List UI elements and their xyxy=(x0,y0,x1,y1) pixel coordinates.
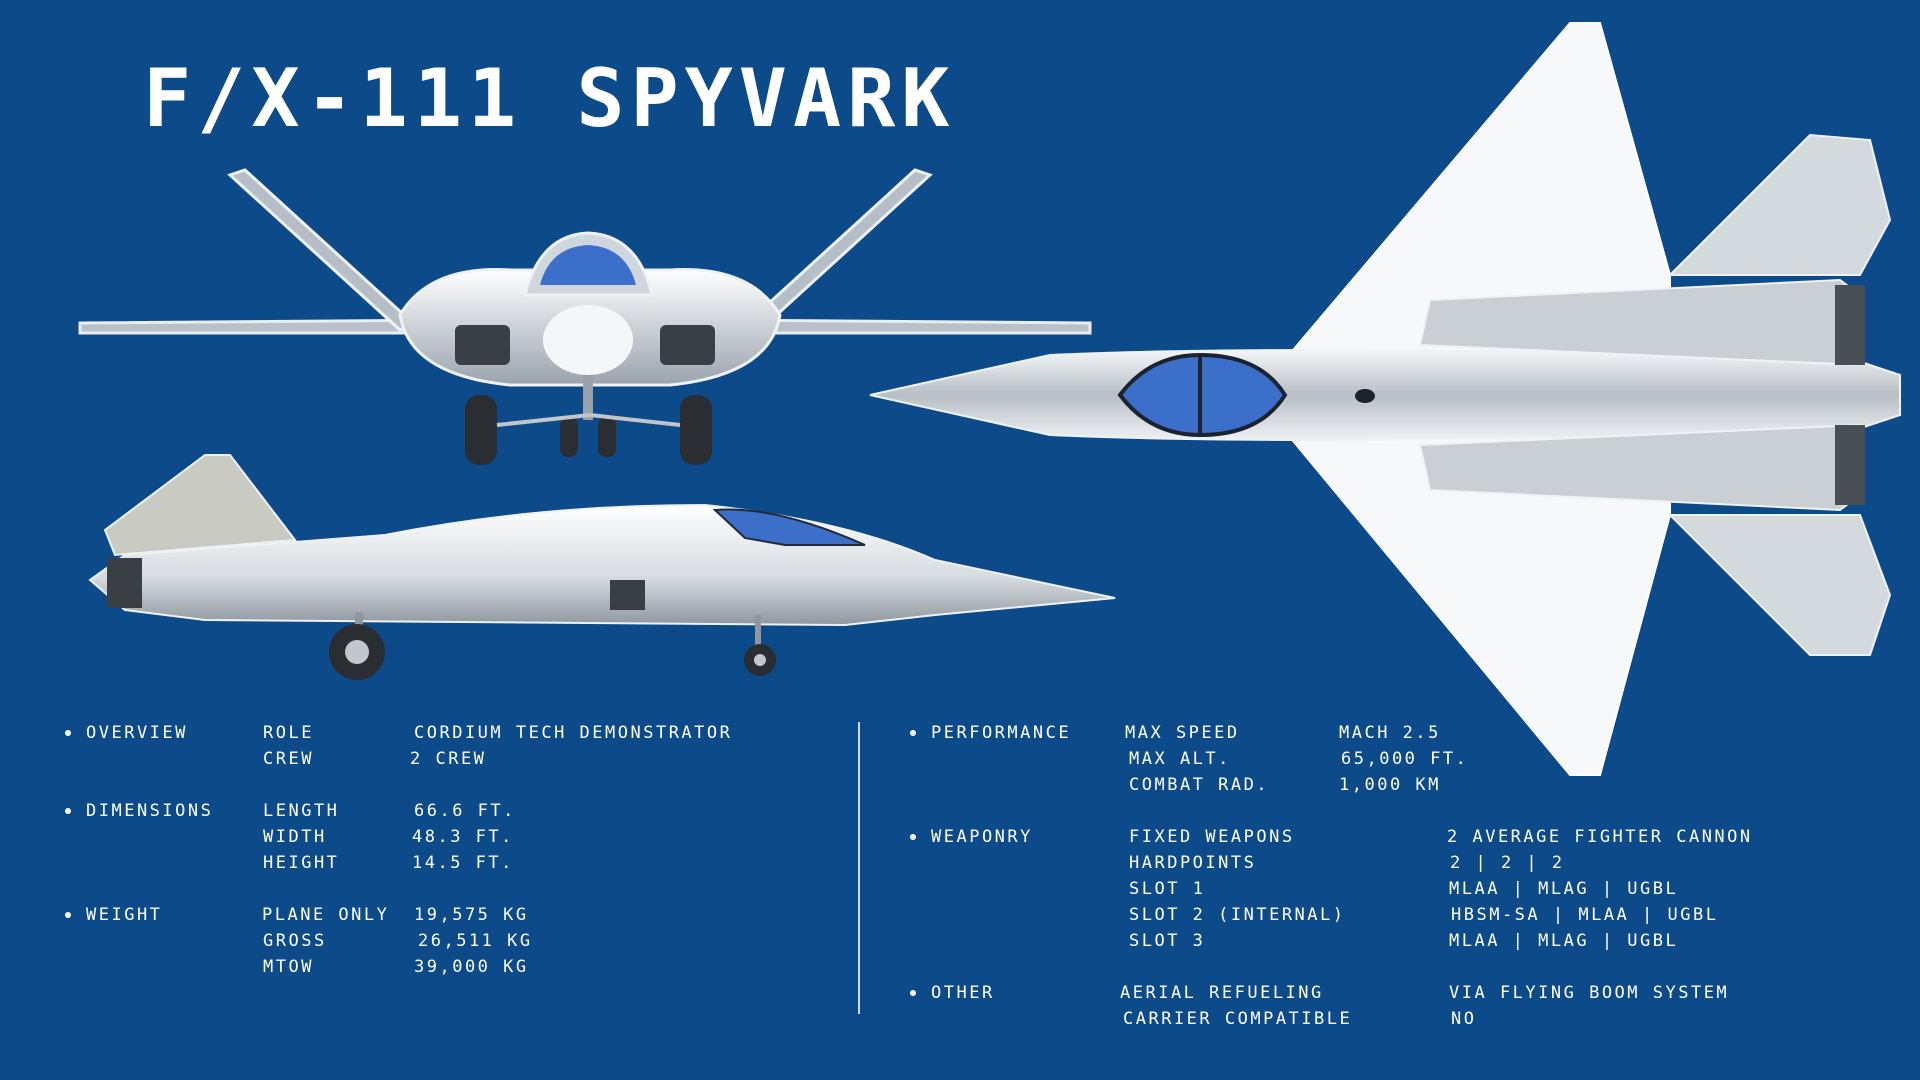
overview-label: OVERVIEW xyxy=(65,720,188,746)
mtow-value: 39,000 KG xyxy=(414,957,529,977)
slot-2-value: HBSM-SA | MLAA | UGBL xyxy=(1451,905,1719,925)
fixed-weapons-key: FIXED WEAPONS xyxy=(1129,827,1295,847)
hardpoints-value: 2 | 2 | 2 xyxy=(1450,853,1565,873)
crew-key: CREW xyxy=(263,749,314,769)
role-key: ROLE xyxy=(263,723,314,743)
plane-only-key: PLANE ONLY xyxy=(262,905,390,925)
slot-3-value: MLAA | MLAG | UGBL xyxy=(1449,931,1679,951)
width-value: 48.3 FT. xyxy=(412,827,514,847)
slot-1-key: SLOT 1 xyxy=(1129,879,1206,899)
weaponry-label: WEAPONRY xyxy=(910,824,1033,850)
max-alt-value: 65,000 FT. xyxy=(1341,749,1469,769)
max-speed-value: MACH 2.5 xyxy=(1339,723,1441,743)
weight-label: WEIGHT xyxy=(64,902,162,928)
gross-key: GROSS xyxy=(263,931,327,951)
front-view xyxy=(78,168,1092,465)
fixed-weapons-value: 2 AVERAGE FIGHTER CANNON xyxy=(1447,827,1753,847)
aerial-refueling-key: AERIAL REFUELING xyxy=(1120,983,1324,1003)
length-key: LENGTH xyxy=(263,801,340,821)
gross-value: 26,511 KG xyxy=(418,931,533,951)
height-value: 14.5 FT. xyxy=(412,853,514,873)
aerial-refueling-value: VIA FLYING BOOM SYSTEM xyxy=(1449,983,1730,1003)
max-speed-key: MAX SPEED xyxy=(1125,723,1240,743)
slot-2-key: SLOT 2 (INTERNAL) xyxy=(1129,905,1346,925)
page-title: F/X-111 SPYVARK xyxy=(143,52,956,145)
top-view xyxy=(869,22,1901,776)
slot-3-key: SLOT 3 xyxy=(1129,931,1206,951)
performance-label: PERFORMANCE xyxy=(909,720,1071,746)
combat-rad-value: 1,000 KM xyxy=(1339,775,1441,795)
hardpoints-key: HARDPOINTS xyxy=(1129,853,1257,873)
column-divider xyxy=(858,722,860,1014)
width-key: WIDTH xyxy=(263,827,327,847)
height-key: HEIGHT xyxy=(263,853,340,873)
combat-rad-key: COMBAT RAD. xyxy=(1129,775,1270,795)
other-label: OTHER xyxy=(910,980,995,1006)
carrier-compatible-value: NO xyxy=(1451,1009,1477,1029)
carrier-compatible-key: CARRIER COMPATIBLE xyxy=(1123,1009,1353,1029)
mtow-key: MTOW xyxy=(263,957,314,977)
slot-1-value: MLAA | MLAG | UGBL xyxy=(1449,879,1679,899)
dimensions-label: DIMENSIONS xyxy=(64,798,213,824)
length-value: 66.6 FT. xyxy=(414,801,516,821)
crew-value: 2 CREW xyxy=(410,749,487,769)
role-value: CORDIUM TECH DEMONSTRATOR xyxy=(414,723,733,743)
plane-only-value: 19,575 KG xyxy=(414,905,529,925)
side-view xyxy=(88,454,1116,680)
max-alt-key: MAX ALT. xyxy=(1129,749,1231,769)
